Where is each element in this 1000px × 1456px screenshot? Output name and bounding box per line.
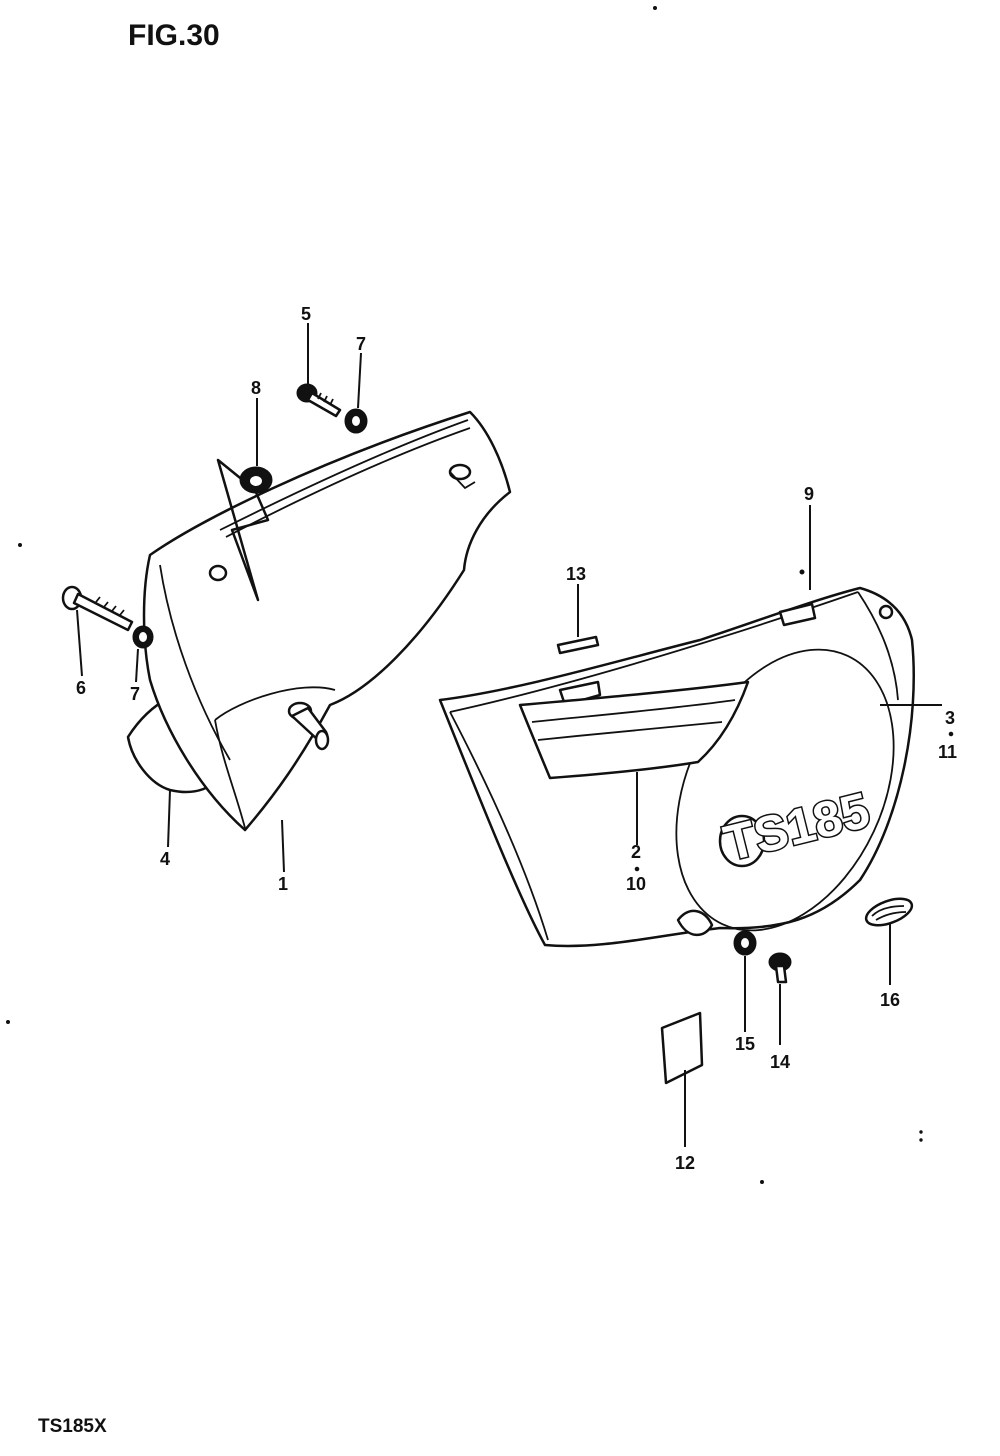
- callout-7-left: 7: [130, 684, 140, 704]
- callout-16: 16: [880, 990, 900, 1010]
- part-13-clip: [556, 635, 600, 655]
- callout-3: 3: [945, 708, 955, 728]
- part-7-washer-top: [344, 408, 368, 434]
- callout-9: 9: [804, 484, 814, 504]
- part-1-left-frame-cover: [142, 410, 512, 832]
- callout-2: 2: [631, 842, 641, 862]
- callout-7-top: 7: [356, 334, 366, 354]
- callout-5: 5: [301, 304, 311, 324]
- figure-title: FIG.30: [128, 19, 220, 52]
- part-12-label-plate: [660, 1011, 704, 1085]
- part-15-washer: [733, 930, 757, 956]
- callout-8: 8: [251, 378, 261, 398]
- callout-12: 12: [675, 1153, 695, 1173]
- callout-14: 14: [770, 1052, 790, 1072]
- part-8-grommet: [216, 458, 273, 602]
- part-9-clip: [799, 569, 805, 575]
- part-5-bolt: [296, 383, 342, 418]
- callout-4: 4: [160, 849, 170, 869]
- callout-15: 15: [735, 1034, 755, 1054]
- part-2-stripe-emblem: [518, 680, 750, 780]
- part-14-screw: [768, 952, 792, 984]
- callout-11: 11: [938, 742, 957, 762]
- part-7-washer-left: [132, 625, 154, 649]
- part-16-emblem: [864, 897, 914, 927]
- callout-13: 13: [566, 564, 586, 584]
- model-label: TS185X: [38, 1416, 107, 1437]
- callout-10: 10: [626, 874, 646, 894]
- leader-lines: [76, 323, 942, 1147]
- callout-6: 6: [76, 678, 86, 698]
- scan-specks: [6, 6, 923, 1184]
- callout-1: 1: [278, 874, 288, 894]
- callout-labels: 5 7 8 6 7 4 1 2 10 9 13 3 11 16 15 14 12: [76, 304, 957, 1173]
- part-6-long-bolt: [61, 585, 134, 632]
- part-3-right-side-cover: [438, 586, 915, 948]
